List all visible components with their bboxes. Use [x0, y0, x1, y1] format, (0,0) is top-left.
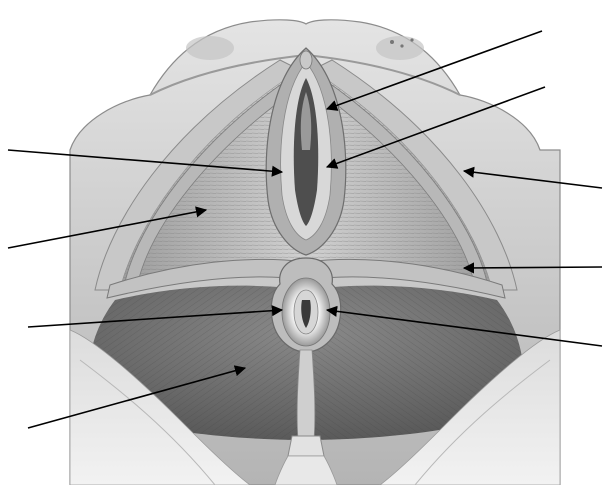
external-anal-sphincter	[271, 258, 340, 352]
pointer-right-4	[464, 267, 602, 268]
